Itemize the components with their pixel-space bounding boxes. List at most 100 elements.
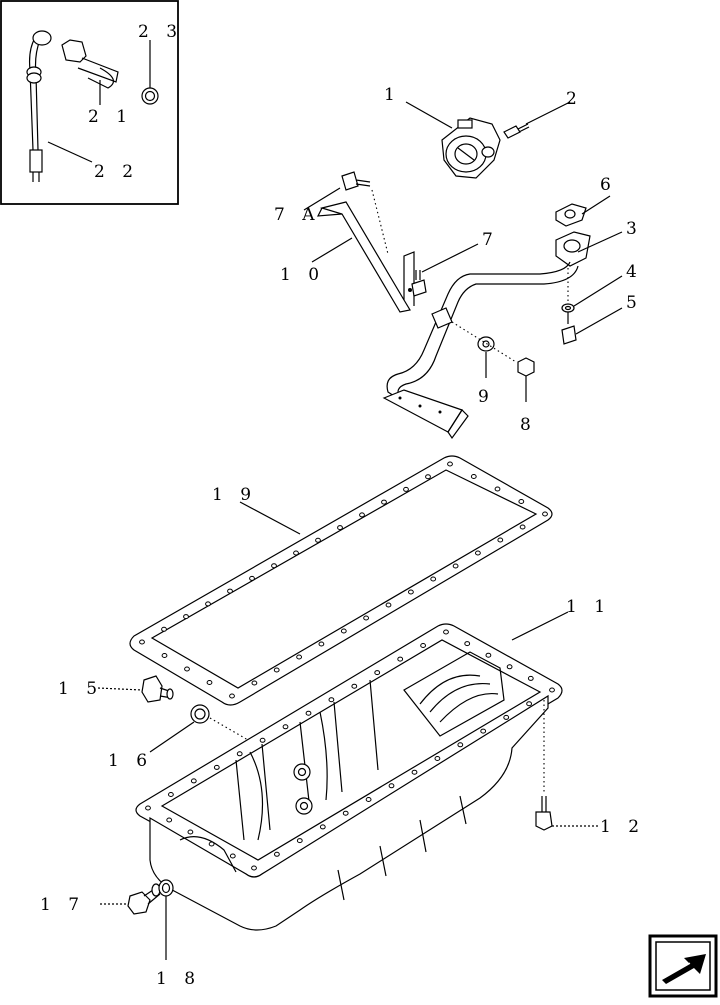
bolt-hole: [206, 680, 213, 685]
bolt-hole: [470, 474, 477, 479]
bolt-hole: [381, 499, 387, 505]
bolt-hole: [497, 537, 504, 543]
callout-1: 1: [384, 85, 401, 105]
bolt-hole: [161, 626, 167, 632]
callout-7: 7: [482, 230, 499, 250]
bolt-hole: [408, 589, 414, 595]
callout-4: 4: [626, 262, 643, 282]
bolt-hole: [519, 524, 526, 530]
bolt-hole: [337, 525, 343, 531]
bolt-hole: [319, 824, 326, 830]
dipstick-inset: 2 3 2 1 2 2: [0, 0, 183, 205]
washer-18: [158, 879, 174, 960]
bolt-hole: [464, 641, 471, 647]
callout-22: 2 2: [94, 162, 139, 182]
bolt-hole: [187, 829, 194, 835]
bolt-hole: [145, 805, 151, 811]
bolt-hole: [251, 680, 258, 686]
plug-17: [100, 883, 161, 915]
bolt-hole: [227, 588, 233, 594]
bolt-2: [405, 101, 571, 139]
bolt-hole: [527, 675, 534, 681]
bolt-hole: [526, 701, 532, 707]
bolt-hole: [340, 628, 347, 634]
callout-12: 1 2: [600, 817, 645, 837]
bolt-hole: [282, 724, 289, 730]
callout-7a: 7 A: [274, 205, 321, 225]
bolt-hole: [249, 575, 255, 581]
bolt-hole: [542, 511, 548, 517]
bolt-hole: [213, 764, 220, 770]
bolt-hole: [229, 693, 235, 699]
bolt-hole: [494, 486, 501, 492]
bolt-hole: [342, 810, 349, 816]
gasket-19: [129, 455, 553, 706]
callout-6: 6: [600, 175, 617, 195]
bolt-hole: [305, 710, 312, 716]
plug-15: [97, 675, 174, 703]
bolt-hole: [229, 853, 236, 859]
bolt-hole: [205, 601, 211, 607]
callout-5: 5: [626, 293, 643, 313]
bolt-hole: [503, 714, 510, 720]
bolt-hole: [452, 563, 459, 569]
washer-9: [477, 336, 495, 378]
bolt-hole: [351, 683, 358, 689]
bolt-hole: [485, 652, 492, 658]
bolt-hole: [139, 639, 145, 645]
bolt-hole: [168, 792, 174, 797]
bolt-hole: [274, 851, 280, 857]
bolt-hole: [293, 550, 299, 556]
bolt-hole: [296, 654, 303, 660]
bolt-hole: [166, 817, 173, 823]
callout-11: 1 1: [566, 597, 611, 617]
bolt-hole: [443, 629, 449, 635]
bolt-hole: [397, 656, 404, 662]
bolt-hole: [411, 769, 418, 775]
bolt-hole: [363, 615, 370, 621]
bolt-7a: [303, 171, 389, 255]
bolt-hole: [184, 666, 190, 672]
bolt-hole: [273, 667, 280, 673]
callout-9: 9: [478, 387, 495, 407]
bolt-hole: [365, 797, 372, 802]
bolt-12: [535, 700, 598, 831]
bolt-hole: [518, 499, 525, 504]
bolt-hole: [475, 550, 481, 556]
bolt-hole: [549, 687, 555, 693]
bolt-7: [411, 243, 479, 297]
bolt-hole: [385, 602, 392, 608]
bolt-hole: [259, 737, 266, 743]
gasket-bolt-holes: [139, 461, 548, 699]
callout-17: 1 7: [40, 895, 85, 915]
callout-8: 8: [520, 415, 537, 435]
bolt-hole: [420, 643, 427, 648]
callout-3: 3: [626, 219, 643, 239]
callout-23: 2 3: [138, 22, 183, 42]
bolt-hole: [208, 841, 215, 847]
next-page-arrow-icon[interactable]: [648, 934, 718, 998]
bolt-hole: [183, 614, 189, 620]
bolt-hole: [359, 512, 365, 518]
callout-16: 1 6: [108, 751, 153, 771]
bolt-hole: [318, 641, 325, 647]
callout-21: 2 1: [88, 107, 133, 127]
bolt-hole: [296, 838, 303, 844]
washer-4: [561, 303, 575, 313]
bolt-hole: [388, 783, 395, 789]
bolt-hole: [434, 756, 441, 761]
bracket-10: [316, 201, 415, 313]
bolt-hole: [315, 537, 321, 543]
bolt-5: [561, 312, 577, 345]
bolt-hole: [374, 670, 381, 676]
bolt-hole: [271, 563, 277, 569]
callout-2: 2: [566, 89, 583, 109]
nut-8: [517, 357, 535, 402]
callout-18: 1 8: [156, 969, 201, 989]
pan-bolt-holes: [145, 629, 555, 871]
bolt-hole: [430, 576, 437, 582]
bolt-hole: [403, 486, 409, 492]
suction-pipe: [382, 231, 591, 440]
